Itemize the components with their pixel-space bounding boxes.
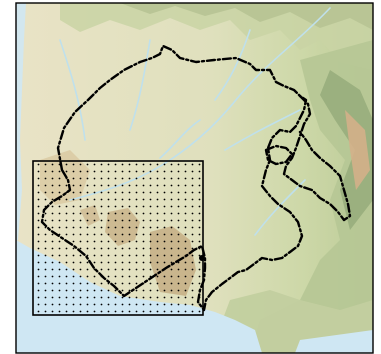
eastern-peaks xyxy=(345,110,370,190)
sea xyxy=(16,240,262,353)
southeast-sea xyxy=(295,330,373,353)
coastal-marker xyxy=(199,255,205,261)
map-border xyxy=(15,2,374,354)
boundary-main xyxy=(40,44,308,312)
study-area-frame xyxy=(32,160,204,316)
study-area-dots xyxy=(33,161,203,315)
boundary-east-inner xyxy=(264,144,294,166)
northern-ridges xyxy=(120,3,373,30)
northern-mountains xyxy=(60,3,373,70)
west-sea xyxy=(16,3,26,240)
study-area[interactable] xyxy=(32,160,204,316)
eastern-high-ridges xyxy=(320,70,373,230)
region-boundary[interactable] xyxy=(40,44,352,312)
boundary-east-loop xyxy=(282,94,352,222)
